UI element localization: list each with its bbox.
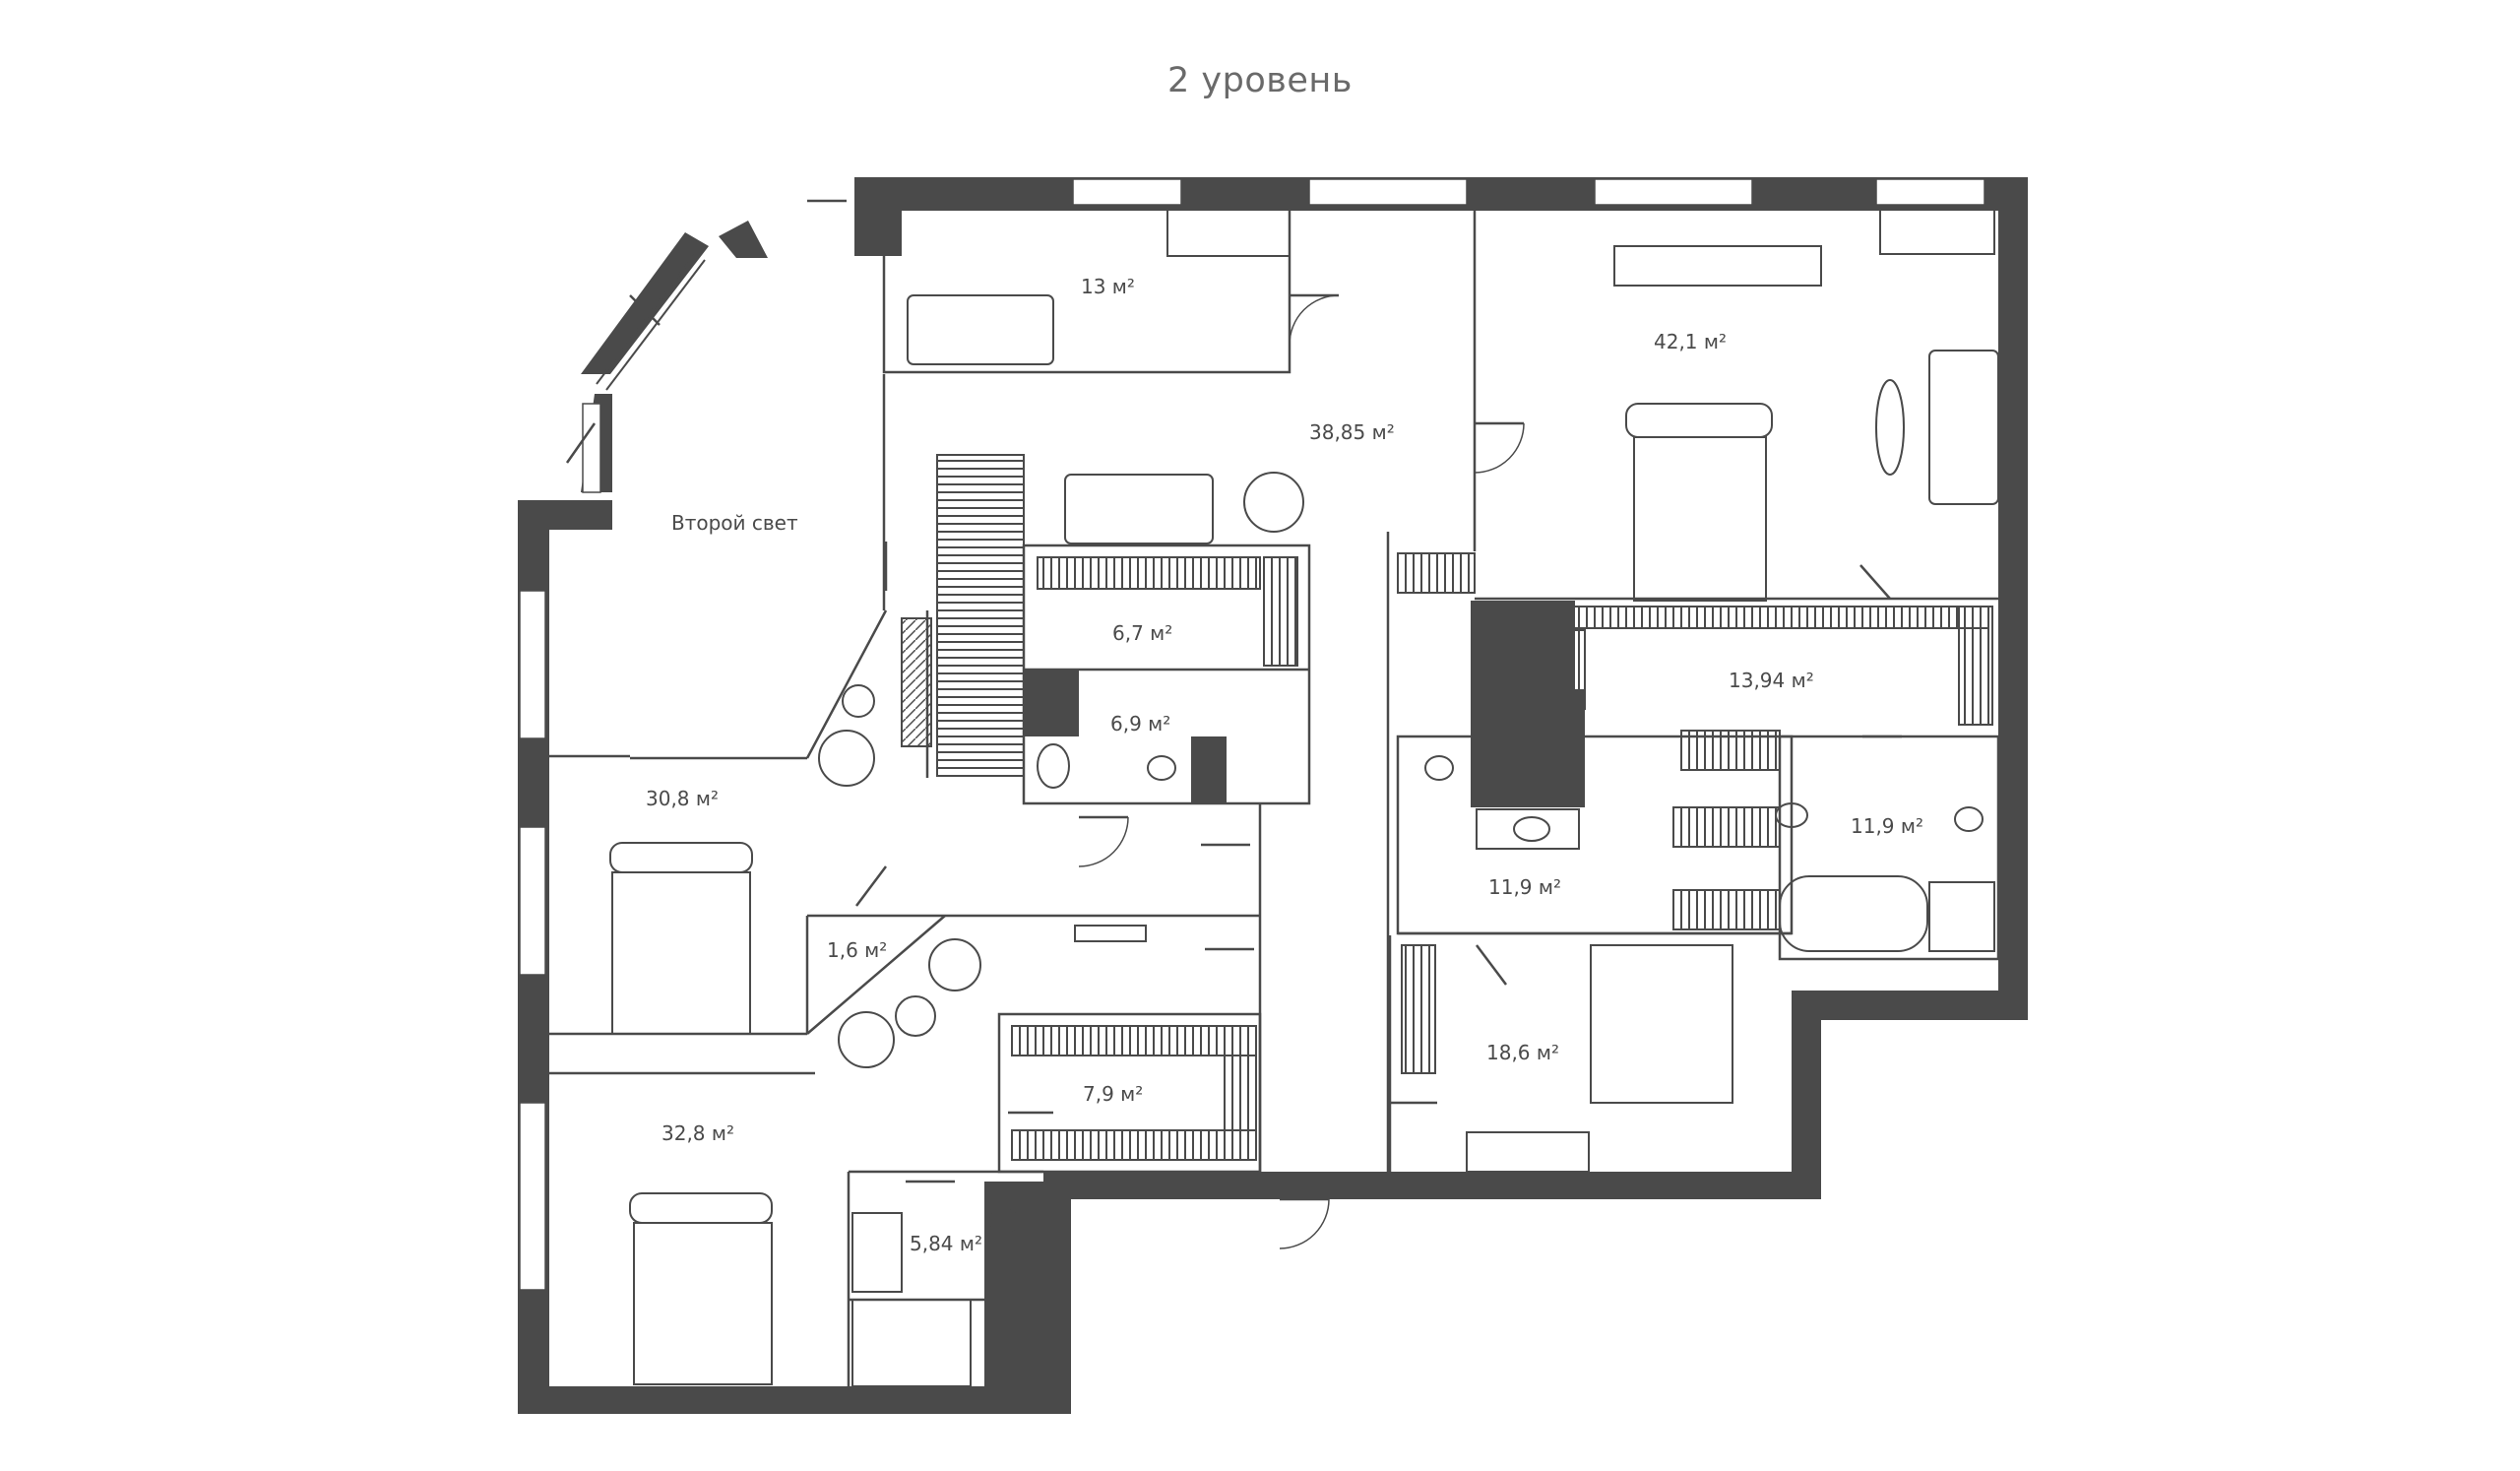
interior-walls xyxy=(546,207,2000,1388)
label-bathroom-c: 5,84 м² xyxy=(910,1232,982,1255)
plan-title: 2 уровень xyxy=(1167,61,1353,100)
bay-window xyxy=(581,221,768,493)
label-wardrobe-master: 13,94 м² xyxy=(1729,669,1814,692)
label-wardrobe-a: 6,7 м² xyxy=(1112,621,1172,645)
beds xyxy=(609,403,1773,1385)
label-wardrobe-b: 7,9 м² xyxy=(1083,1082,1143,1106)
wardrobe-shelving xyxy=(901,552,1993,1161)
label-office: 13 м² xyxy=(1081,275,1135,298)
label-bedroom-30: 30,8 м² xyxy=(646,787,719,810)
label-bedroom-18: 18,6 м² xyxy=(1486,1041,1559,1064)
label-bedroom-32: 32,8 м² xyxy=(662,1121,734,1145)
exterior-walls xyxy=(518,177,2028,1414)
staircase xyxy=(925,454,1025,778)
label-double-height: Второй свет xyxy=(671,511,798,535)
room-labels: 13 м² 38,85 м² 42,1 м² Второй свет 6,7 м… xyxy=(646,275,1923,1255)
label-bathroom-master: 11,9 м² xyxy=(1851,814,1923,838)
label-storage: 1,6 м² xyxy=(827,938,887,962)
sanitary-fixtures xyxy=(851,743,1995,1387)
doors xyxy=(565,199,1902,1249)
label-bathroom-a: 6,9 м² xyxy=(1110,712,1170,736)
furniture xyxy=(818,208,1999,1173)
label-bathroom-b: 11,9 м² xyxy=(1488,875,1561,899)
windows xyxy=(519,178,1985,1291)
label-master-bedroom: 42,1 м² xyxy=(1654,330,1727,353)
label-hall: 38,85 м² xyxy=(1309,420,1395,444)
